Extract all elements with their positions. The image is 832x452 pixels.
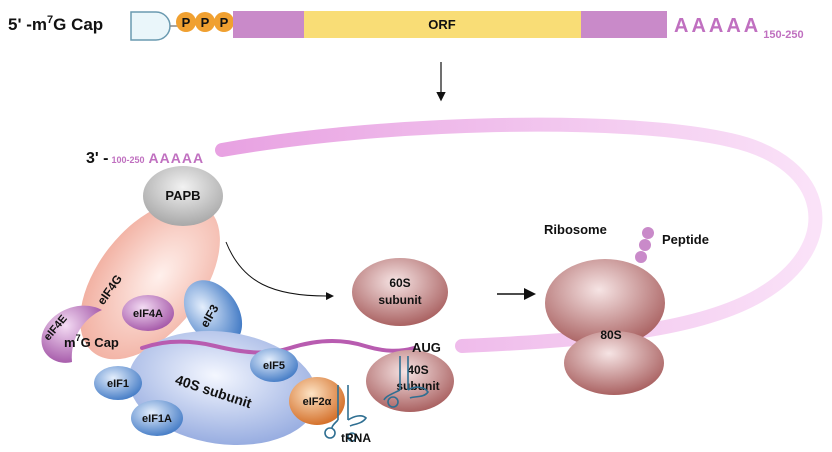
large-subunit-60s — [352, 258, 448, 326]
trna-icon — [324, 385, 368, 442]
eif4e-protein — [41, 305, 102, 363]
eif4a-label: eIF4A — [133, 308, 163, 320]
ribosome-80s-label: 80S — [600, 328, 621, 342]
phosphate-1-icon — [176, 12, 196, 32]
eif1a-protein — [131, 400, 183, 436]
eif4g-protein — [80, 200, 220, 360]
assembly-small-subunit-label-line1: 40S — [407, 363, 428, 377]
peptide-residue-icon — [642, 227, 654, 239]
ribosome-label: Ribosome — [544, 222, 607, 237]
papb-label: PAPB — [165, 188, 200, 203]
three-prime-utr — [581, 11, 667, 38]
five-prime-utr — [233, 11, 304, 38]
cap-structure-icon — [130, 11, 171, 41]
eif2a-protein — [289, 377, 345, 425]
phosphate-2-label: P — [201, 15, 210, 30]
orf-label: ORF — [428, 17, 456, 32]
phosphate-2-icon — [195, 12, 215, 32]
cap-label: m7G Cap — [64, 333, 119, 350]
peptide-label: Peptide — [662, 232, 709, 247]
eif2a-label: eIF2α — [303, 396, 332, 408]
large-subunit-label-line1: 60S — [389, 276, 410, 290]
eif3-protein — [183, 280, 243, 346]
eif5-protein — [250, 348, 298, 382]
assembly-small-subunit-label-line2: subunit — [396, 379, 439, 393]
large-subunit-label-line2: subunit — [378, 293, 421, 307]
trna-label: tRNA — [341, 431, 371, 445]
phosphate-1-label: P — [182, 15, 191, 30]
assembly-arrow — [225, 241, 334, 301]
mrna-cap-label: 5' -m7G Cap — [8, 14, 103, 34]
orf-region — [304, 11, 581, 38]
eif4a-protein — [122, 295, 174, 331]
mrna-strand — [140, 338, 416, 355]
closed-loop-mrna — [215, 117, 823, 353]
ribosome-large-part — [545, 259, 665, 347]
phosphate-3-label: P — [220, 15, 229, 30]
peptide-residue-icon — [639, 239, 651, 251]
eif1a-label: eIF1A — [142, 413, 172, 425]
phosphate-3-icon — [214, 12, 234, 32]
assembly-trna-icon — [383, 356, 429, 408]
eif1-label: eIF1 — [107, 378, 129, 390]
eif1-protein — [94, 366, 142, 400]
ribosome-small-part — [564, 331, 664, 395]
eif5-label: eIF5 — [263, 360, 285, 372]
start-codon-label: AUG — [412, 340, 441, 355]
papb-protein — [143, 166, 223, 226]
peptide-residue-icon — [635, 251, 647, 263]
